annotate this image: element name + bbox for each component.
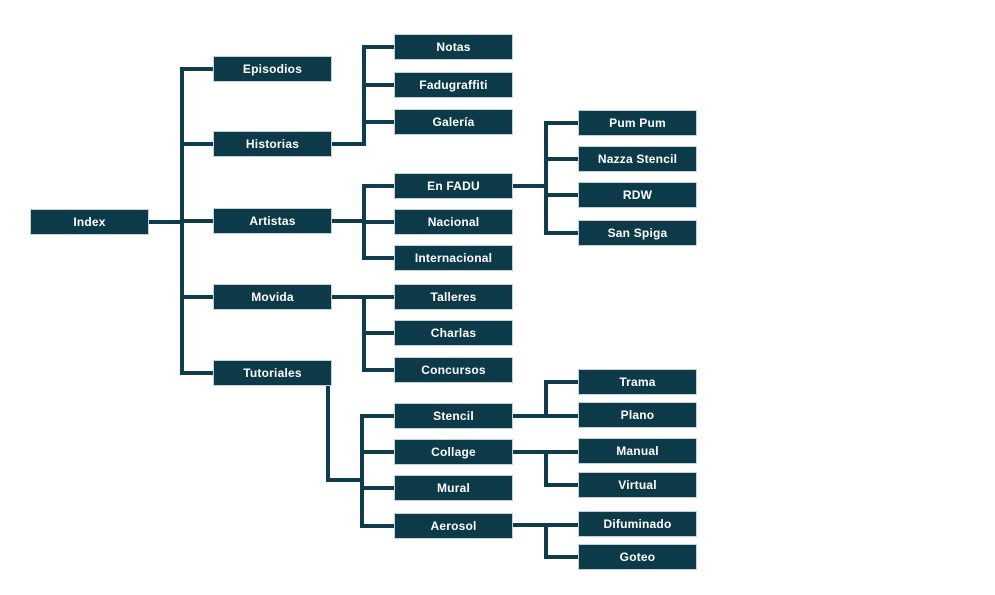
node-label: Galería xyxy=(432,115,475,129)
node-label: Fadugraffiti xyxy=(419,78,488,92)
node-talleres: Talleres xyxy=(394,284,513,310)
connector xyxy=(180,67,213,71)
node-internacional: Internacional xyxy=(394,245,513,271)
node-nacional: Nacional xyxy=(394,209,513,235)
node-trama: Trama xyxy=(578,369,697,395)
node-label: Historias xyxy=(245,137,300,151)
node-index: Index xyxy=(30,209,149,235)
connector xyxy=(544,231,578,235)
node-label: Goteo xyxy=(619,550,656,564)
node-artistas: Artistas xyxy=(213,208,332,234)
node-label: Internacional xyxy=(414,251,493,265)
node-label: San Spiga xyxy=(607,226,668,240)
node-goteo: Goteo xyxy=(578,544,697,570)
node-label: Pum Pum xyxy=(609,116,666,130)
node-charlas: Charlas xyxy=(394,320,513,346)
node-label: Talleres xyxy=(430,290,477,304)
node-label: Stencil xyxy=(433,409,474,423)
node-label: Charlas xyxy=(430,326,477,340)
node-label: Concursos xyxy=(421,363,486,377)
node-stencil: Stencil xyxy=(394,403,513,429)
connector xyxy=(362,368,394,372)
node-label: Episodios xyxy=(242,62,303,76)
node-label: Movida xyxy=(251,290,294,304)
connector xyxy=(360,486,394,490)
node-collage: Collage xyxy=(394,439,513,465)
connector xyxy=(544,483,578,487)
node-label: Tutoriales xyxy=(243,366,302,380)
node-difuminado: Difuminado xyxy=(578,511,697,537)
connector xyxy=(149,220,182,224)
node-concursos: Concursos xyxy=(394,357,513,383)
connector xyxy=(326,478,364,482)
connector xyxy=(544,380,548,418)
connector xyxy=(544,555,578,559)
node-fadugraffiti: Fadugraffiti xyxy=(394,72,513,98)
node-en-fadu: En FADU xyxy=(394,173,513,199)
connector xyxy=(362,45,366,146)
node-label: Artistas xyxy=(249,214,296,228)
node-manual: Manual xyxy=(578,438,697,464)
node-label: Nazza Stencil xyxy=(597,152,678,166)
connector xyxy=(544,121,548,235)
node-label: Difuminado xyxy=(603,517,672,531)
node-label: Collage xyxy=(431,445,476,459)
connector xyxy=(180,371,213,375)
node-pum-pum: Pum Pum xyxy=(578,110,697,136)
node-label: Index xyxy=(73,215,106,229)
node-galeria: Galería xyxy=(394,109,513,135)
node-aerosol: Aerosol xyxy=(394,513,513,539)
connector xyxy=(360,414,394,418)
node-mural: Mural xyxy=(394,475,513,501)
connector xyxy=(180,142,213,146)
node-label: Nacional xyxy=(427,215,480,229)
connector xyxy=(362,220,394,224)
node-label: Plano xyxy=(620,408,655,422)
connector xyxy=(544,380,578,384)
connector xyxy=(332,142,366,146)
connector xyxy=(544,157,578,161)
node-plano: Plano xyxy=(578,402,697,428)
connector xyxy=(544,193,578,197)
node-label: Aerosol xyxy=(430,519,477,533)
node-rdw: RDW xyxy=(578,182,697,208)
connector xyxy=(332,219,366,223)
connector xyxy=(362,83,394,87)
node-label: Notas xyxy=(436,40,471,54)
connector xyxy=(362,331,394,335)
connector xyxy=(362,184,394,188)
connector xyxy=(544,523,548,559)
node-episodios: Episodios xyxy=(213,56,332,82)
connector xyxy=(362,45,394,49)
connector xyxy=(360,524,394,528)
connector xyxy=(326,386,330,482)
node-virtual: Virtual xyxy=(578,472,697,498)
node-label: Virtual xyxy=(618,478,657,492)
connector xyxy=(362,256,394,260)
node-label: Manual xyxy=(616,444,659,458)
node-movida: Movida xyxy=(213,284,332,310)
connector xyxy=(180,295,213,299)
node-tutoriales: Tutoriales xyxy=(213,360,332,386)
node-nazza-stencil: Nazza Stencil xyxy=(578,146,697,172)
connector xyxy=(513,184,548,188)
connector xyxy=(360,450,394,454)
connector xyxy=(544,121,578,125)
connector xyxy=(360,414,364,528)
connector xyxy=(180,219,213,223)
connector xyxy=(362,120,394,124)
node-san-spiga: San Spiga xyxy=(578,220,697,246)
node-label: En FADU xyxy=(427,179,480,193)
node-label: Trama xyxy=(619,375,656,389)
node-label: RDW xyxy=(622,188,653,202)
node-label: Mural xyxy=(436,481,470,495)
node-historias: Historias xyxy=(213,131,332,157)
connector xyxy=(544,450,548,487)
node-notas: Notas xyxy=(394,34,513,60)
